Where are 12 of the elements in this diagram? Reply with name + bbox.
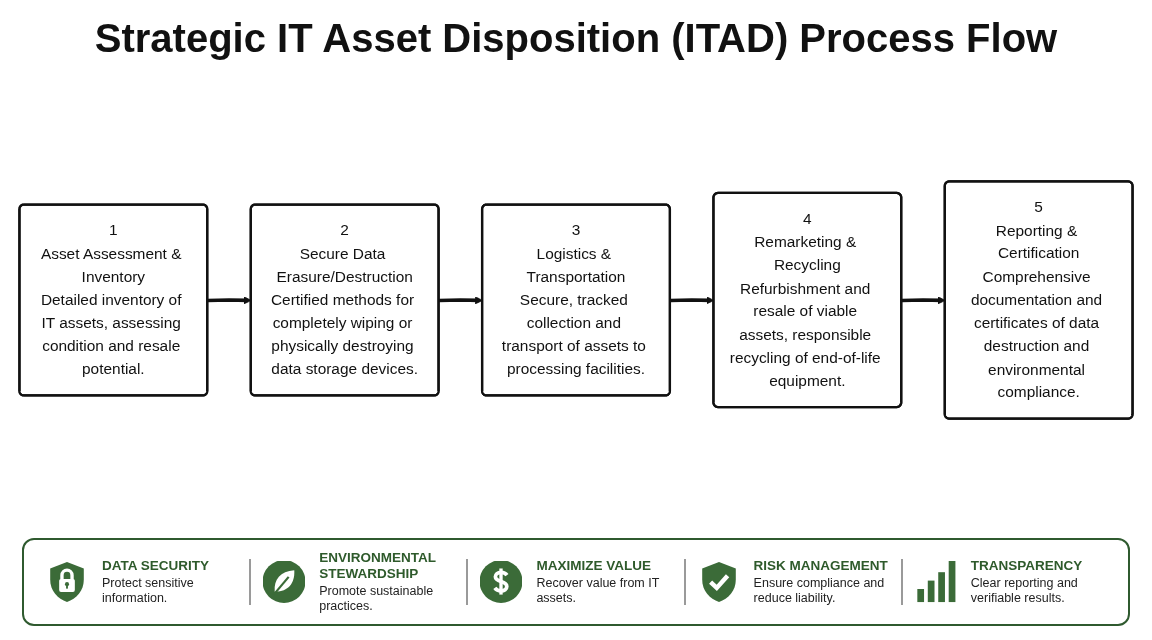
benefit-text: Ensure compliance and reduce liability. bbox=[753, 576, 886, 606]
benefit-heading: RISK MANAGEMENT bbox=[753, 558, 888, 574]
diagram-title: Strategic IT Asset Disposition (ITAD) Process Flow bbox=[94, 15, 1058, 62]
benefit-text: Promote sustainable practices. bbox=[319, 584, 435, 614]
benefit-heading: DATA SECURITY bbox=[102, 558, 209, 574]
benefit-text: Protect sensitive information. bbox=[102, 576, 195, 606]
benefit-heading: ENVIRONMENTAL STEWARDSHIP bbox=[319, 550, 437, 582]
benefit-heading: MAXIMIZE VALUE bbox=[536, 558, 651, 574]
benefit-text: Recover value from IT assets. bbox=[536, 576, 661, 606]
arrow bbox=[439, 296, 483, 305]
benefit-text: Clear reporting and verifiable results. bbox=[970, 576, 1079, 606]
benefit-heading: TRANSPARENCY bbox=[970, 558, 1083, 574]
